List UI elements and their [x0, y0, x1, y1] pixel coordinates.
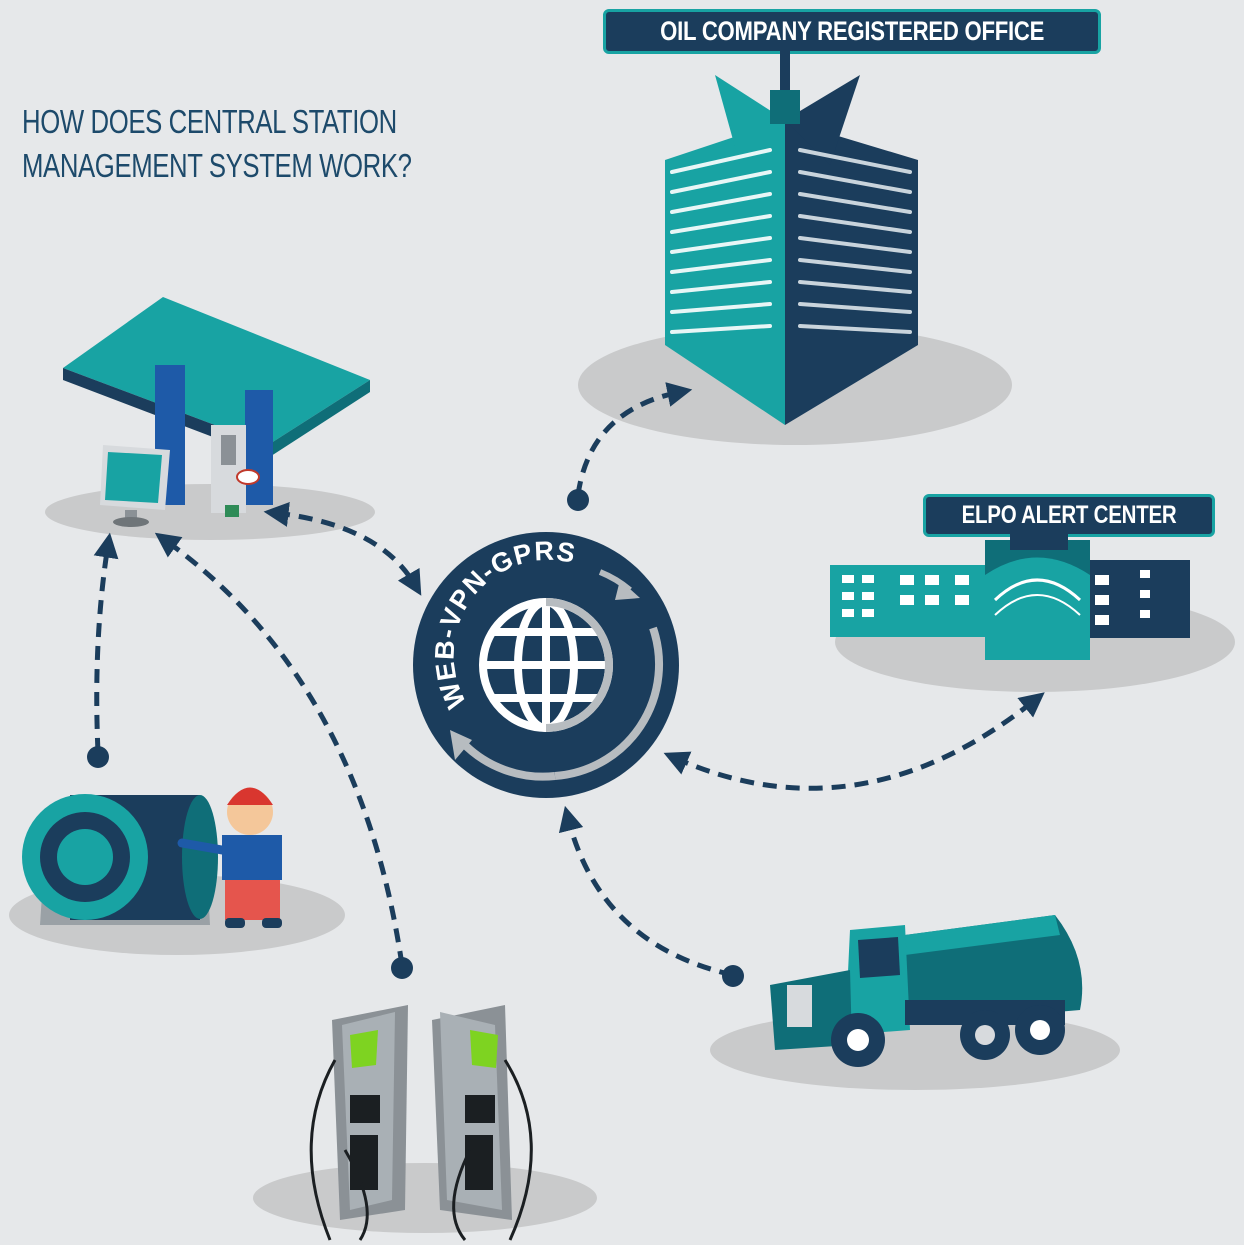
- connector-tank-station: [93, 532, 119, 753]
- connector-dot-truck: [722, 965, 744, 987]
- hub-ring-arrow-icon: [450, 730, 472, 760]
- page-title: HOW DOES CENTRAL STATION MANAGEMENT SYST…: [22, 100, 412, 188]
- pumps-shadow: [253, 1163, 597, 1233]
- connector-pumps-station: [154, 532, 405, 966]
- connector-dot-office: [567, 489, 589, 511]
- tanker-truck-icon: [770, 915, 1083, 1067]
- network-hub: WEB-VPN-GPRS: [413, 532, 679, 798]
- connector-hub-office: [575, 382, 693, 496]
- hub-ring-arc-right: [554, 626, 664, 780]
- connector-hub-alert-center: [663, 692, 1045, 791]
- station-shadow: [45, 484, 375, 540]
- office-label: OIL COMPANY REGISTERED OFFICE: [603, 9, 1102, 54]
- alert-center-label: ELPO ALERT CENTER: [923, 494, 1216, 537]
- connector-station-hub: [263, 502, 422, 596]
- hub-ring-arc-bottom: [459, 739, 556, 781]
- alert-center-label-text: ELPO ALERT CENTER: [961, 501, 1177, 529]
- fuel-pumps-icon: [309, 1005, 533, 1241]
- office-building-icon: [665, 48, 918, 425]
- tank-worker-icon: [22, 787, 282, 928]
- gas-station-icon: [63, 297, 370, 527]
- title-line-2: MANAGEMENT SYSTEM WORK?: [22, 147, 412, 184]
- connector-dot-pumps: [391, 957, 413, 979]
- office-label-text: OIL COMPANY REGISTERED OFFICE: [660, 16, 1045, 46]
- hub-ring-arrow-top-icon: [615, 580, 640, 600]
- alert-center-building-icon: [830, 528, 1190, 660]
- title-line-1: HOW DOES CENTRAL STATION: [22, 103, 397, 140]
- connector-dot-tank: [87, 746, 109, 768]
- connector-truck-hub: [558, 805, 734, 978]
